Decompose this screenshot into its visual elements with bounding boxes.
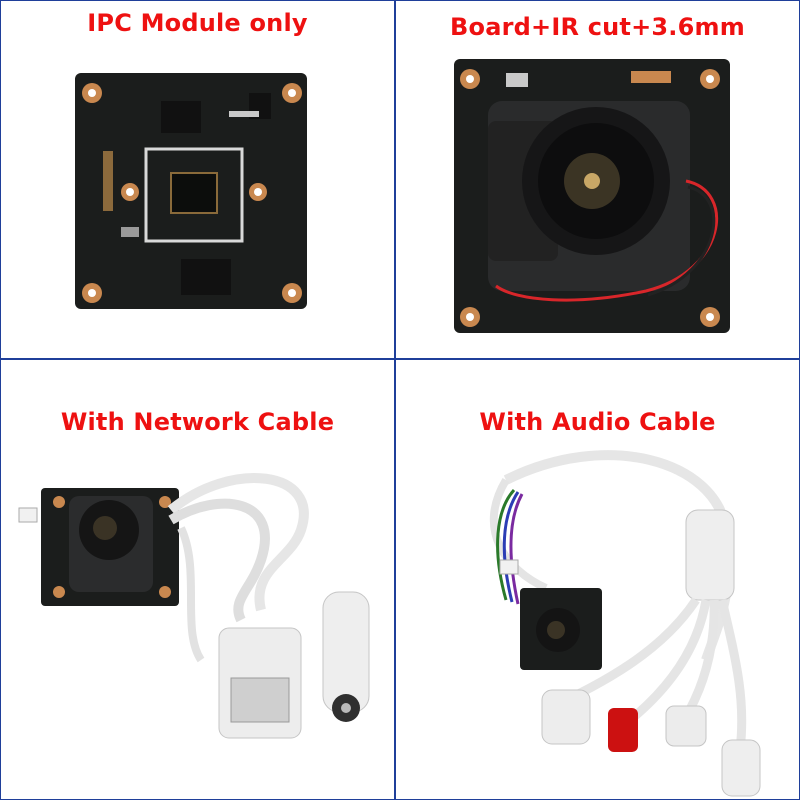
audio-cable-photo (489, 450, 761, 797)
panel-board-ircut-lens: Board+IR cut+3.6mm (396, 1, 799, 358)
panel-network-cable: With Network Cable (1, 360, 394, 799)
board-lens-photo (454, 59, 730, 333)
panel-caption: Board+IR cut+3.6mm (450, 13, 745, 41)
vertical-divider (394, 0, 396, 800)
panel-caption: With Network Cable (60, 408, 335, 436)
panel-caption: IPC Module only (87, 9, 308, 37)
horizontal-divider (0, 358, 800, 360)
network-cable-photo (18, 472, 370, 739)
panel-ipc-module: IPC Module only (1, 1, 394, 358)
panel-caption: With Audio Cable (479, 408, 716, 436)
pcb-module-photo (75, 73, 307, 309)
panel-audio-cable: With Audio Cable (396, 360, 799, 799)
